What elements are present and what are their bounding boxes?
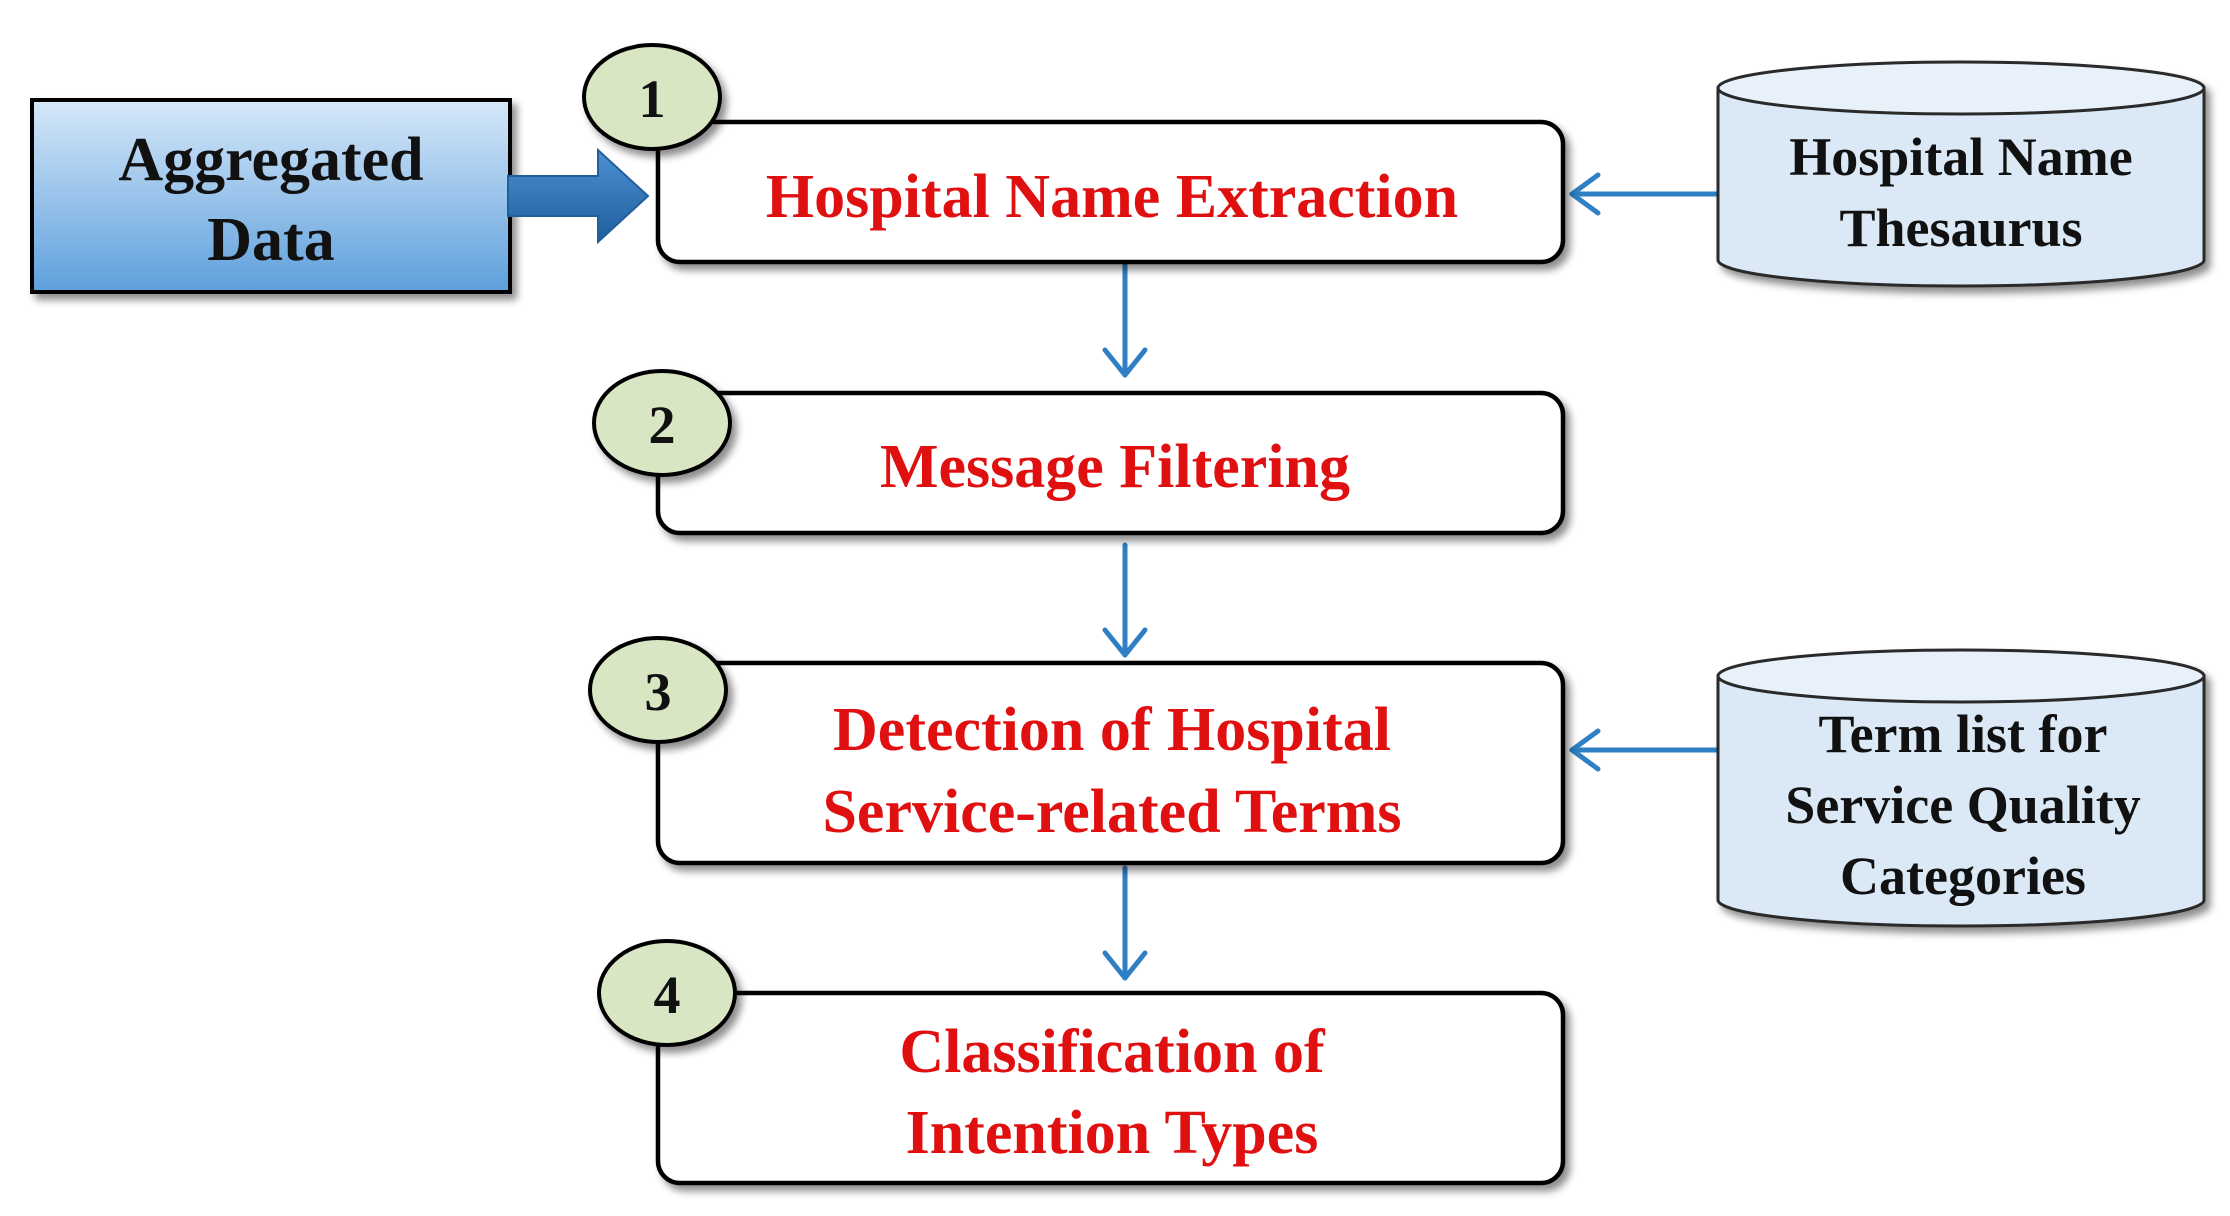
term-list-label-line-3: Categories <box>1840 846 2086 906</box>
step-1-number: 1 <box>639 69 666 129</box>
input-to-step1-arrow <box>507 147 650 245</box>
arrow-step3-to-step4 <box>1102 865 1148 981</box>
step-2-number: 2 <box>649 395 676 455</box>
input-label-line-2: Data <box>207 206 334 274</box>
input-label-line-1: Aggregated <box>118 126 423 194</box>
step-4-label-line-1: Classification of <box>899 1018 1326 1086</box>
step-4-badge <box>597 939 737 1047</box>
step-1-badge <box>582 43 722 151</box>
step-3-box <box>655 660 1566 866</box>
thesaurus-label-line-1: Hospital Name <box>1789 127 2133 187</box>
step-2-label-line-1: Message Filtering <box>880 433 1350 501</box>
arrow-step1-to-step2 <box>1102 259 1148 378</box>
flow-connectors <box>1102 259 1148 981</box>
arrow-thesaurus-to-step1 <box>1569 172 1721 216</box>
term-list-label-line-2: Service Quality <box>1785 775 2140 835</box>
resource-connectors <box>1569 172 1721 772</box>
step-4-box <box>655 990 1566 1186</box>
step-3-label-line-2: Service-related Terms <box>822 778 1401 846</box>
step-3-number: 3 <box>645 662 672 722</box>
thesaurus-label-line-2: Thesaurus <box>1839 198 2082 258</box>
input-box <box>30 98 512 294</box>
term-list-database <box>1716 648 2206 928</box>
step-4-number: 4 <box>654 965 681 1025</box>
step-1-box <box>655 119 1566 265</box>
thesaurus-database <box>1716 60 2206 288</box>
step-4-label-line-2: Intention Types <box>906 1099 1319 1167</box>
step-1-label-line-1: Hospital Name Extraction <box>766 163 1458 231</box>
arrow-termlist-to-step3 <box>1569 728 1721 772</box>
arrow-step2-to-step3 <box>1102 542 1148 658</box>
step-3-badge <box>588 636 728 744</box>
step-2-badge <box>592 369 732 477</box>
term-list-label-line-1: Term list for <box>1819 704 2108 764</box>
step-3-label-line-1: Detection of Hospital <box>833 696 1391 764</box>
